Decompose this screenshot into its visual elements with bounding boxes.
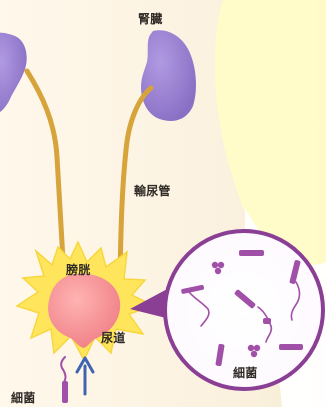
kidney-label: 腎臓 <box>138 11 162 26</box>
bacterium-cluster-1c <box>215 268 221 274</box>
entry-bacterium <box>62 381 68 403</box>
bacterium-cluster-1a <box>212 262 218 268</box>
bacterium-cluster-2c <box>251 351 257 357</box>
ureter-label: 輸尿管 <box>134 183 171 198</box>
bacterium-rod-1 <box>239 250 264 256</box>
bacterium-rod-6 <box>279 344 303 350</box>
bacterium-cluster-2a <box>248 345 254 351</box>
bacteria-entry-label: 細菌 <box>11 390 35 405</box>
bacterium-cluster-1b <box>218 262 224 268</box>
urethra-label: 尿道 <box>101 330 125 345</box>
bacteria-zoom-label: 細菌 <box>233 365 257 380</box>
bladder-label: 膀胱 <box>65 262 90 277</box>
bacterium-cluster-2b <box>254 345 260 351</box>
